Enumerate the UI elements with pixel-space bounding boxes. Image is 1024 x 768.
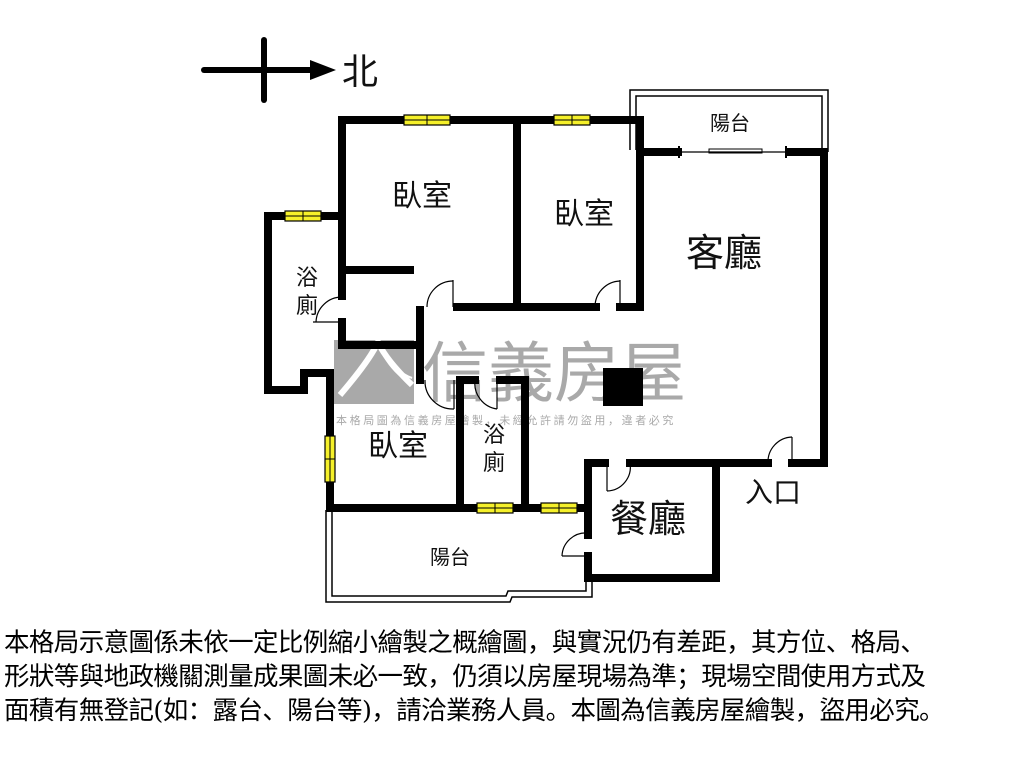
watermark: 信義房屋 本格局圖為信義房屋繪製，未經允許請勿盜用，違者必究 (334, 334, 686, 427)
label-bedroom-bottom: 臥室 (368, 429, 428, 464)
door-bath-center (474, 379, 498, 410)
disclaimer-line: 面積有無登記(如：露台、陽台等)，請洽業務人員。本圖為信義房屋繪製，盜用必究。 (4, 696, 945, 726)
window-bedroom-bottom (324, 435, 336, 483)
structural-column (603, 368, 643, 406)
door-bedroom-top-left (426, 280, 454, 308)
north-label: 北 (342, 52, 378, 93)
windows (284, 114, 591, 514)
disclaimer: 本格局示意圖係未依一定比例縮小繪製之概繪圖，與實況仍有差距，其方位、格局、 形狀… (4, 626, 1024, 728)
disclaimer-line: 形狀等與地政機關測量成果圖未必一致，仍須以房屋現場為準；現場空間使用方式及 (4, 662, 926, 692)
brand-logo-icon (334, 334, 415, 404)
door-kitchen-balcony (561, 532, 589, 557)
disclaimer-line: 本格局示意圖係未依一定比例縮小繪製之概繪圖，與實況仍有差距，其方位、格局、 (4, 628, 926, 658)
label-bathroom-left-1: 浴 (296, 266, 318, 291)
window-bedroom-top-right (553, 114, 591, 126)
door-bedroom-top-right (594, 280, 621, 308)
label-balcony-bottom: 陽台 (430, 545, 470, 569)
window-kitchen (540, 502, 578, 514)
floor-plan: 北 信義房屋 本格局圖為信義房屋繪製，未經允許請勿盜用，違者必究 (201, 37, 829, 603)
label-bathroom-center-1: 浴 (483, 423, 505, 448)
doors (313, 280, 793, 557)
label-bathroom-left-2: 廁 (296, 294, 318, 319)
door-bedroom-bottom (424, 379, 455, 410)
door-bath-left (313, 296, 343, 323)
door-dining (606, 462, 631, 492)
label-bathroom-center-2: 廁 (483, 451, 505, 476)
window-bath-left (284, 210, 322, 222)
sliding-door-living-balcony (678, 146, 788, 158)
walls (264, 116, 828, 582)
label-bedroom-top-right: 臥室 (554, 197, 614, 232)
label-living-room: 客廳 (686, 231, 762, 275)
watermark-notice: 本格局圖為信義房屋繪製，未經允許請勿盜用，違者必究 (336, 413, 676, 427)
balcony-bottom-outline (325, 510, 593, 603)
label-bedroom-top-left: 臥室 (392, 179, 452, 214)
label-entrance: 入口 (745, 476, 801, 509)
label-balcony-top: 陽台 (710, 111, 750, 135)
door-entrance (767, 436, 793, 464)
north-arrow-icon (201, 37, 336, 103)
window-bedroom-top-left (403, 114, 451, 126)
window-bath-center (476, 502, 514, 514)
label-dining-room: 餐廳 (610, 497, 686, 541)
